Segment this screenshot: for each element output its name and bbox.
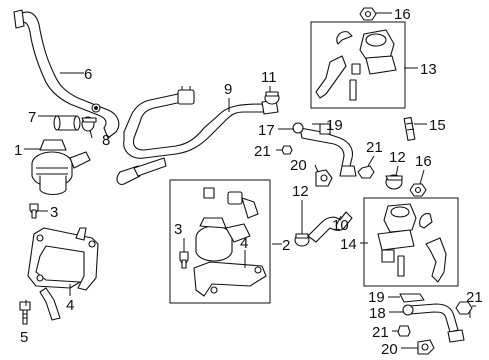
callout-19-mid: 19 (326, 117, 343, 134)
pump-assembly-part (179, 187, 267, 297)
valve-assembly-part-14 (377, 203, 447, 283)
gasket-part-20 (315, 169, 333, 187)
callout-4-box: 4 (240, 235, 248, 252)
callout-8: 8 (102, 132, 110, 149)
callout-21-far-right: 21 (466, 289, 483, 306)
callout-1: 1 (14, 142, 22, 159)
callout-16-top: 16 (394, 6, 411, 23)
callout-11: 11 (261, 69, 277, 86)
callout-16-right: 16 (415, 153, 432, 170)
callout-10: 10 (332, 217, 349, 234)
callout-9: 9 (224, 81, 232, 98)
callout-3-box: 3 (174, 221, 182, 238)
callout-6: 6 (84, 66, 92, 83)
callout-3-left: 3 (50, 204, 58, 221)
clamp-part-12-right (385, 174, 403, 190)
valve-assembly-part-13 (315, 29, 397, 101)
callout-numbers: 6 7 8 1 3 4 5 9 11 2 3 4 13 15 16 17 19 … (14, 6, 483, 358)
nut-part-21-right (357, 165, 375, 179)
valve-assembly-box-14 (363, 197, 459, 287)
callout-17: 17 (258, 122, 275, 139)
hose-clamp-part (81, 116, 97, 132)
bolt-part-bottom (19, 301, 31, 325)
callout-20-mid: 20 (290, 157, 307, 174)
gasket-part-19-bottom (399, 293, 425, 303)
callout-4-left: 4 (66, 297, 74, 314)
callout-19-bottom: 19 (368, 289, 385, 306)
long-hose-part (116, 86, 279, 185)
callout-13: 13 (420, 61, 437, 78)
bolt-part-left (29, 203, 39, 219)
nut-part-21-far-right (455, 301, 473, 315)
clamp-part-11 (264, 91, 280, 105)
pump-assembly-box (169, 179, 271, 304)
hose-sleeve-part (53, 115, 81, 131)
nut-part-16-right (409, 183, 427, 197)
nut-part-top (359, 7, 377, 21)
nut-part-21-bottom (397, 325, 411, 337)
long-bolt-part (403, 116, 416, 141)
callout-2: 2 (282, 237, 290, 254)
callout-21-bottom: 21 (372, 324, 389, 341)
gasket-part-20-bottom (417, 339, 435, 355)
air-pipe-part (292, 122, 357, 177)
callout-12-mid: 12 (292, 183, 309, 200)
short-hose-part (307, 211, 353, 243)
pipe-part-18 (402, 303, 465, 343)
callout-5: 5 (20, 329, 28, 346)
callout-7: 7 (28, 109, 36, 126)
callout-12-right: 12 (389, 149, 406, 166)
air-pump-part (31, 139, 91, 196)
leader-lines (24, 12, 476, 349)
air-duct-part (13, 9, 120, 139)
callout-18: 18 (369, 305, 386, 322)
callout-21-mid: 21 (254, 143, 271, 160)
clamp-part-12-mid (294, 233, 310, 247)
bracket-part-left (27, 227, 99, 321)
callout-20-bottom: 20 (381, 341, 398, 358)
callout-15: 15 (429, 117, 446, 134)
callout-21-right: 21 (366, 139, 383, 156)
valve-assembly-box-13 (310, 21, 406, 109)
nut-part-21-mid (281, 145, 293, 155)
callout-14: 14 (340, 236, 357, 253)
